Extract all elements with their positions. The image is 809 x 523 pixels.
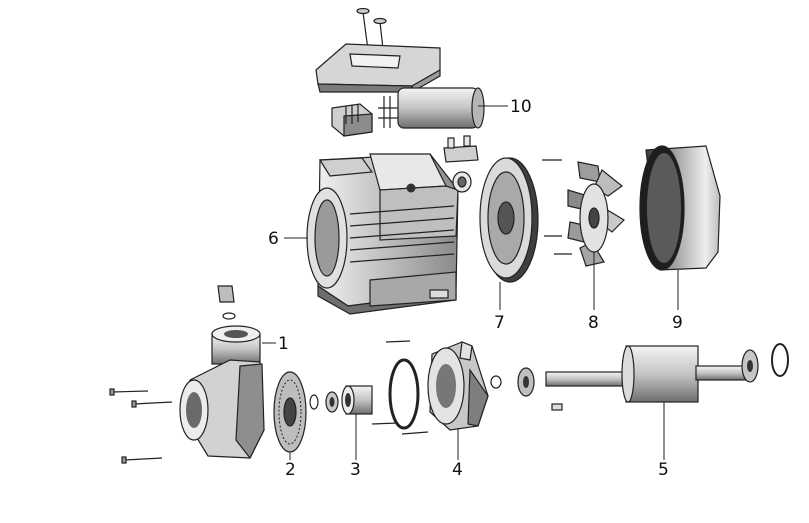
rear-end-cover — [479, 157, 539, 283]
callout-label: 6 — [268, 229, 279, 249]
callout-label: 5 — [658, 460, 669, 480]
callout-8: 8 — [588, 252, 599, 333]
impeller — [273, 371, 307, 453]
callout-label: 8 — [588, 313, 599, 333]
fan-cover — [639, 145, 721, 271]
motor-housing — [306, 153, 459, 315]
callout-label: 10 — [510, 97, 532, 117]
callout-2: 2 — [285, 452, 296, 480]
callout-label: 1 — [278, 334, 289, 354]
housing-fins — [349, 205, 455, 263]
callout-6: 6 — [268, 229, 308, 249]
callout-10: 10 — [478, 97, 532, 117]
o-ring — [388, 358, 420, 430]
callout-4: 4 — [452, 428, 463, 480]
pump-bracket — [427, 341, 489, 431]
callout-1: 1 — [262, 334, 289, 354]
callout-label: 2 — [285, 460, 296, 480]
callout-label: 4 — [452, 460, 463, 480]
callout-7: 7 — [494, 282, 505, 333]
terminal-block — [331, 103, 373, 137]
terminal-clamp — [443, 135, 479, 163]
callout-label: 9 — [672, 313, 683, 333]
callout-3: 3 — [350, 414, 361, 480]
capacitor — [378, 87, 485, 129]
cooling-fan — [542, 159, 625, 267]
pump-bolts — [109, 388, 173, 464]
bracket-bolts — [371, 340, 429, 435]
callout-5: 5 — [658, 402, 669, 480]
callout-9: 9 — [672, 270, 683, 333]
terminal-box-cover — [315, 7, 441, 94]
grommet — [452, 171, 472, 193]
mechanical-seal — [309, 385, 373, 415]
pump-housing — [179, 285, 265, 460]
callout-label: 3 — [350, 460, 361, 480]
rotor-shaft — [490, 343, 789, 411]
callout-label: 7 — [494, 313, 505, 333]
